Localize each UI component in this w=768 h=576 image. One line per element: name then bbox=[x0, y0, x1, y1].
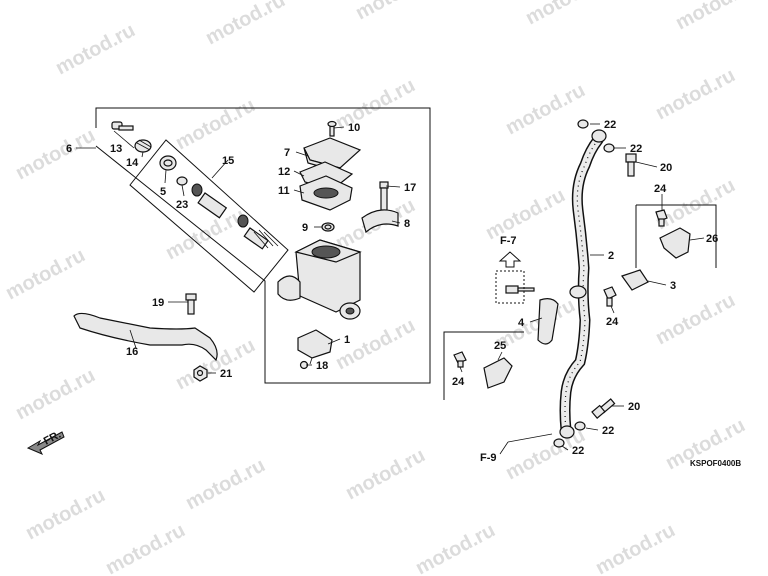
callout-15: 15 bbox=[222, 155, 234, 167]
clamp-25-box bbox=[443, 331, 524, 400]
callout-9: 9 bbox=[302, 222, 308, 234]
watermark: motod.ru bbox=[352, 0, 439, 24]
master-cylinder-assembly-box bbox=[95, 107, 431, 384]
leader-lines bbox=[76, 123, 705, 455]
holder-8 bbox=[361, 209, 399, 234]
callout-23: 23 bbox=[176, 199, 188, 211]
oil-bolt-20-top bbox=[625, 153, 637, 177]
clamp-26-box bbox=[636, 204, 717, 268]
watermark: motod.ru bbox=[182, 454, 269, 514]
bolt-13 bbox=[111, 121, 134, 131]
watermark: motod.ru bbox=[52, 19, 139, 79]
watermark: motod.ru bbox=[652, 289, 739, 349]
hose-guide-4 bbox=[537, 298, 559, 345]
washer-23 bbox=[176, 176, 188, 186]
callout-20-b: 20 bbox=[628, 401, 640, 413]
watermark: motod.ru bbox=[502, 79, 589, 139]
front-direction-label: FR. bbox=[42, 429, 63, 448]
callout-6: 6 bbox=[66, 143, 72, 155]
o-ring-9 bbox=[321, 222, 335, 232]
callout-20-a: 20 bbox=[660, 162, 672, 174]
callout-11: 11 bbox=[278, 185, 290, 197]
callout-18: 18 bbox=[316, 360, 328, 372]
callout-10: 10 bbox=[348, 122, 360, 134]
dust-boot-14 bbox=[134, 139, 152, 153]
callout-24-c: 24 bbox=[452, 376, 465, 388]
diagram-code: KSPOF0400B bbox=[690, 459, 741, 468]
bolt-24-upper bbox=[655, 209, 668, 227]
front-direction-arrow-icon bbox=[26, 431, 65, 455]
screw-10 bbox=[327, 120, 337, 137]
watermark: motod.ru bbox=[332, 74, 419, 134]
watermark: motod.ru bbox=[652, 64, 739, 124]
bolt-24-mid bbox=[603, 286, 617, 307]
watermark: motod.ru bbox=[482, 184, 569, 244]
f7-bolt bbox=[505, 285, 535, 294]
clamp-25 bbox=[483, 357, 513, 389]
callout-3: 3 bbox=[670, 280, 676, 292]
f7-dashed-box bbox=[495, 270, 525, 304]
watermark: motod.ru bbox=[102, 519, 189, 576]
callout-21: 21 bbox=[220, 368, 232, 380]
master-cylinder-body bbox=[277, 239, 362, 320]
watermark: motod.ru bbox=[522, 0, 609, 29]
watermark: motod.ru bbox=[172, 94, 259, 154]
circlip-5 bbox=[159, 155, 177, 171]
callout-12: 12 bbox=[278, 166, 290, 178]
nut-21 bbox=[193, 365, 208, 382]
piston-15 bbox=[191, 183, 279, 250]
callout-4: 4 bbox=[518, 317, 525, 329]
hose-clamp-3 bbox=[621, 269, 649, 291]
callout-7: 7 bbox=[284, 147, 290, 159]
brake-hose-2 bbox=[559, 129, 607, 439]
piston-kit-box bbox=[129, 139, 289, 293]
diaphragm-11 bbox=[299, 175, 353, 211]
callout-13: 13 bbox=[110, 143, 122, 155]
callout-24-b: 24 bbox=[606, 316, 619, 328]
up-arrow-icon bbox=[498, 251, 522, 268]
callout-22-c: 22 bbox=[602, 425, 614, 437]
ref-f7: F-7 bbox=[500, 235, 517, 247]
callout-5: 5 bbox=[160, 186, 166, 198]
washer-22-top bbox=[577, 119, 615, 153]
watermark: motod.ru bbox=[22, 484, 109, 544]
watermark: motod.ru bbox=[12, 364, 99, 424]
callout-22-d: 22 bbox=[572, 445, 584, 457]
callout-24-a: 24 bbox=[654, 183, 667, 195]
callout-16: 16 bbox=[126, 346, 138, 358]
watermark: motod.ru bbox=[592, 519, 679, 576]
callout-19: 19 bbox=[152, 297, 164, 309]
callout-25: 25 bbox=[494, 340, 506, 352]
callout-22-a: 22 bbox=[604, 119, 616, 131]
watermark: motod.ru bbox=[162, 204, 249, 264]
callout-26: 26 bbox=[706, 233, 718, 245]
callout-22-b: 22 bbox=[630, 143, 642, 155]
pivot-bolt-19 bbox=[185, 293, 197, 315]
clamp-26 bbox=[659, 227, 691, 259]
callout-14: 14 bbox=[126, 157, 139, 169]
watermark: motod.ru bbox=[12, 124, 99, 184]
callout-2: 2 bbox=[608, 250, 614, 262]
callout-labels: 6 13 14 15 5 23 10 7 12 11 17 8 9 1 18 1… bbox=[66, 119, 718, 457]
callout-8: 8 bbox=[404, 218, 410, 230]
ref-f9: F-9 bbox=[480, 452, 497, 464]
watermark: motod.ru bbox=[2, 244, 89, 304]
watermark: motod.ru bbox=[412, 519, 499, 576]
watermark: motod.ru bbox=[202, 0, 289, 49]
brake-lever-16 bbox=[73, 312, 218, 362]
watermark: motod.ru bbox=[342, 444, 429, 504]
callout-1: 1 bbox=[344, 334, 350, 346]
callout-17: 17 bbox=[404, 182, 416, 194]
washer-22-bottom bbox=[553, 421, 586, 448]
oil-bolt-20-bottom bbox=[591, 398, 616, 419]
bolt-24-lower bbox=[453, 351, 467, 368]
brake-switch-1 bbox=[297, 329, 333, 365]
watermark: motod.ru bbox=[672, 0, 759, 34]
